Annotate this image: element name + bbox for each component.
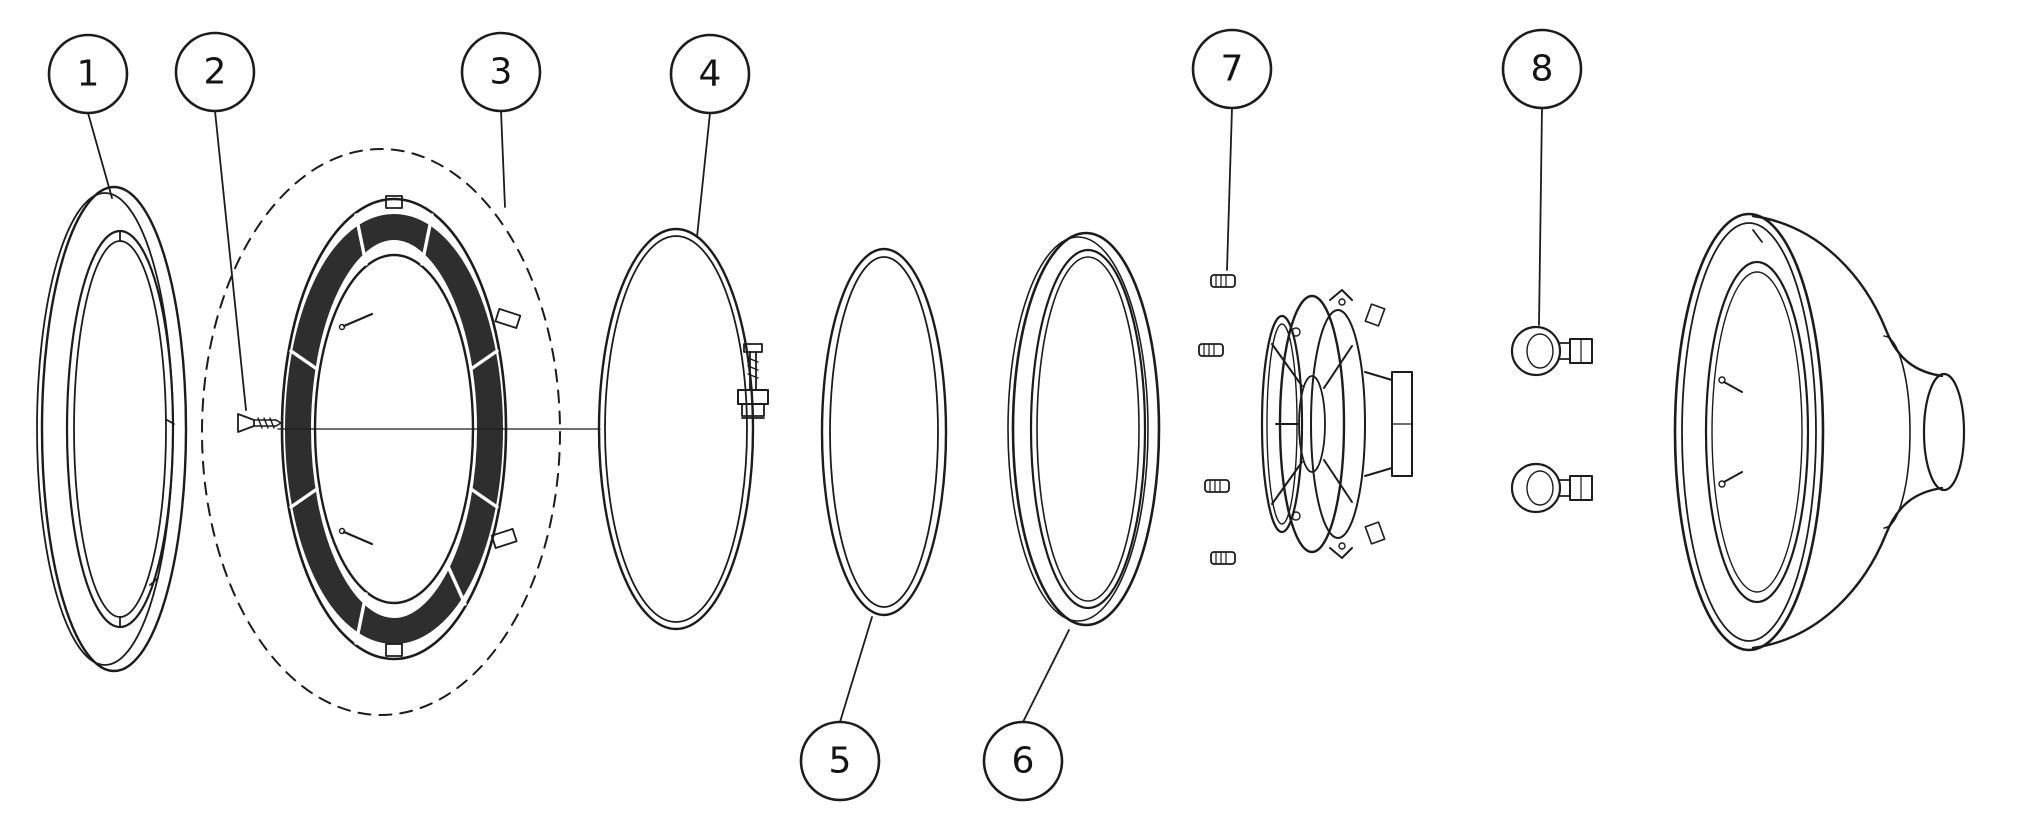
leader-1 — [87, 112, 113, 199]
clamp-ring-outer — [597, 227, 755, 631]
screw-head — [237, 413, 255, 433]
callout-5: 5 — [799, 720, 881, 802]
callout-6-label: 6 — [1012, 741, 1035, 782]
callout-6-balloon — [982, 720, 1064, 802]
trim-ring-inner-lip — [65, 229, 175, 629]
callout-7-label: 7 — [1221, 49, 1244, 90]
callout-8-label: 8 — [1531, 49, 1554, 90]
part-screw — [237, 413, 282, 433]
bulb — [1510, 325, 1593, 377]
callout-3-balloon — [460, 31, 542, 113]
leader-5 — [839, 616, 873, 723]
stud-screw — [1210, 551, 1236, 565]
gasket-depth — [1007, 236, 1149, 622]
callouts: 1 2 3 4 5 6 7 — [47, 28, 1583, 802]
trim-ring-inner — [73, 240, 167, 618]
stud-screw — [1204, 479, 1230, 493]
callout-4-label: 4 — [699, 54, 722, 95]
callout-1: 1 — [47, 33, 129, 115]
callout-2-label: 2 — [204, 52, 227, 93]
part-housing — [1673, 212, 1966, 652]
part-lamp-assembly — [1260, 289, 1413, 559]
mounting-ring-inner — [313, 253, 475, 605]
callout-3-label: 3 — [490, 52, 513, 93]
callout-4: 4 — [669, 33, 751, 115]
callout-8: 8 — [1501, 28, 1583, 110]
diagram-root: 1 2 3 4 5 6 7 — [36, 28, 1966, 802]
callout-1-label: 1 — [77, 54, 100, 95]
stud-screw — [1198, 343, 1224, 357]
leader-7 — [1226, 107, 1233, 271]
trim-ring-rim — [36, 192, 174, 666]
callout-4-balloon — [669, 33, 751, 115]
bulb — [1510, 462, 1593, 514]
part-clamp-ring — [597, 227, 769, 631]
callout-7-balloon — [1191, 28, 1273, 110]
gasket-outer — [1011, 231, 1161, 627]
clamp-ring-inner — [604, 235, 748, 623]
callout-5-balloon — [799, 720, 881, 802]
callout-8-balloon — [1501, 28, 1583, 110]
part-gasket — [1007, 231, 1161, 627]
lamp-clip-bottom — [1329, 547, 1353, 559]
callout-1-balloon — [47, 33, 129, 115]
part-trim-ring — [36, 185, 188, 673]
part-bulbs — [1510, 325, 1593, 514]
lamp-clip-top — [1329, 289, 1353, 301]
ring-prong-top — [342, 312, 374, 328]
ring-bolt-top — [385, 195, 403, 209]
ring-tab-top — [494, 307, 522, 329]
ring-tab-bottom — [490, 527, 518, 549]
stud-screw — [1210, 274, 1236, 288]
housing-opening — [1704, 260, 1810, 604]
part-mounting-ring — [201, 148, 561, 716]
leader-3 — [500, 110, 506, 208]
dashed-envelope — [201, 148, 561, 716]
callout-2-balloon — [174, 31, 256, 113]
trim-ring-outer — [40, 185, 188, 673]
lens-inner — [829, 256, 939, 608]
housing-bell-bottom — [1751, 486, 1944, 650]
leader-lines — [87, 107, 1543, 723]
clamp-screw-head — [743, 343, 763, 353]
callout-3: 3 — [460, 31, 542, 113]
gasket-inner — [1029, 248, 1147, 610]
housing-front-outer — [1673, 212, 1825, 652]
leader-4 — [696, 112, 711, 238]
callout-7: 7 — [1191, 28, 1273, 110]
housing-back — [1922, 372, 1966, 492]
mounting-ring-outer — [280, 197, 508, 661]
callout-5-label: 5 — [829, 741, 852, 782]
lens-outer — [820, 247, 948, 617]
leader-2 — [214, 110, 247, 411]
part-screw-set — [1198, 274, 1236, 565]
leader-6 — [1022, 629, 1070, 723]
callout-2: 2 — [174, 31, 256, 113]
mounting-ring-band — [285, 214, 503, 644]
ring-bolt-bottom — [385, 643, 403, 657]
ring-prong-bottom — [342, 530, 374, 546]
part-lens — [820, 247, 948, 617]
housing-shoulder — [1883, 335, 1911, 529]
callout-6: 6 — [982, 720, 1064, 802]
housing-bell-top — [1751, 214, 1944, 378]
leader-8 — [1538, 107, 1543, 326]
